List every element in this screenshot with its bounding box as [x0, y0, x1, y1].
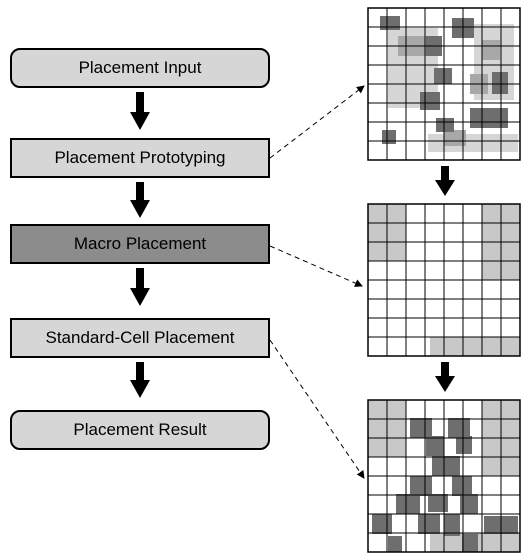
dashed-connector: [269, 245, 363, 287]
stage-placement-prototyping: Placement Prototyping: [10, 138, 270, 178]
macro-grid: [367, 203, 521, 357]
flow-arrow: [130, 362, 150, 398]
dashed-connector: [269, 85, 365, 159]
stage-label: Placement Prototyping: [54, 148, 226, 167]
stage-label: Standard-Cell Placement: [45, 328, 235, 347]
dashed-connector: [269, 339, 365, 479]
result-grid: [367, 399, 521, 553]
stage-label: Placement Result: [73, 420, 207, 439]
stage-macro-placement: Macro Placement: [10, 224, 270, 264]
grid-arrow: [435, 166, 455, 196]
stage-standard-cell-placement: Standard-Cell Placement: [10, 318, 270, 358]
flow-arrow: [130, 182, 150, 218]
flow-arrow: [130, 268, 150, 306]
stage-label: Macro Placement: [73, 234, 207, 253]
stage-label: Placement Input: [78, 58, 202, 77]
prototyping-grid: [367, 7, 521, 161]
stage-placement-input: Placement Input: [10, 48, 270, 88]
stage-placement-result: Placement Result: [10, 410, 270, 450]
grid-arrow: [435, 362, 455, 392]
flow-arrow: [130, 92, 150, 130]
